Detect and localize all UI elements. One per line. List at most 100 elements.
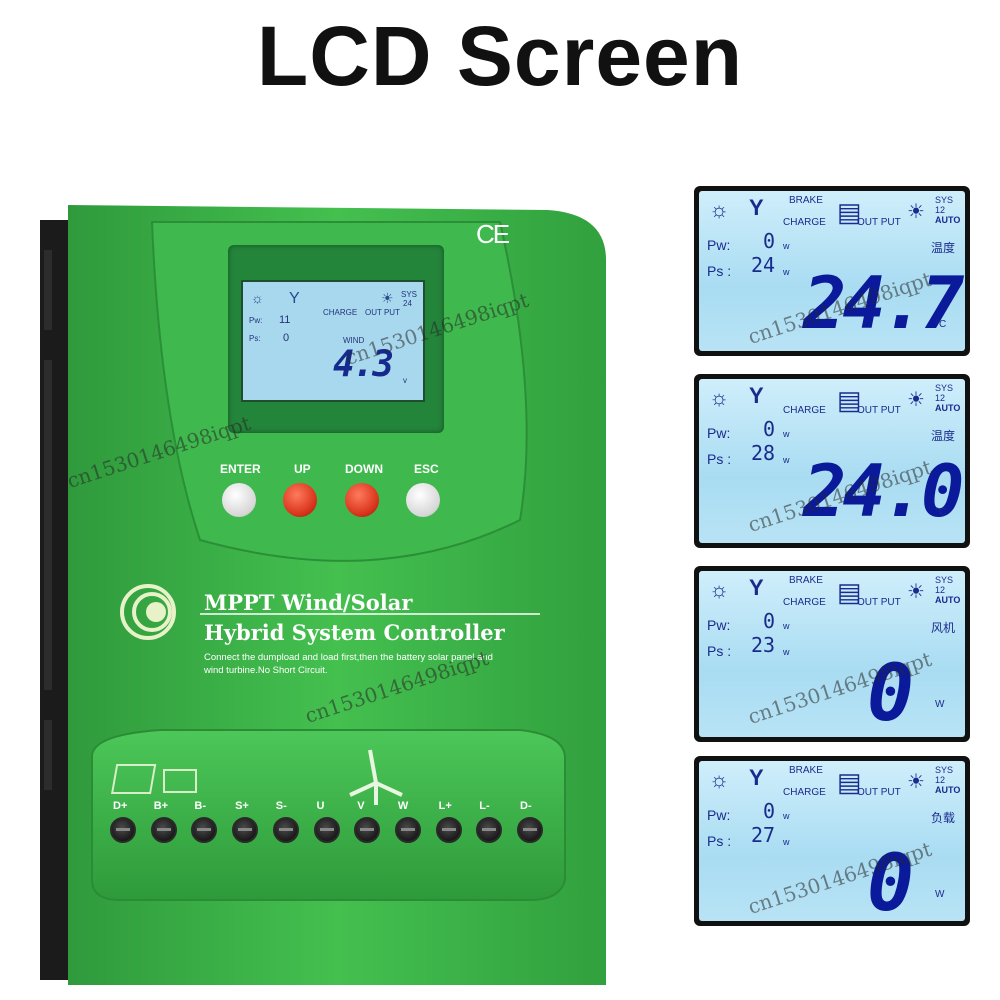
sys-label: SYS [935,195,954,205]
sys-label: SYS [935,383,954,393]
terminal-screw [435,817,462,843]
sys-label: SYS [935,765,954,775]
pw-unit: w [783,621,790,631]
esc-button[interactable] [406,483,440,517]
pw-label: Pw: [707,237,731,253]
auto-label: AUTO [935,595,961,605]
charge-label: CHARGE [783,787,826,798]
bulb-icon: ☀ [907,389,925,411]
bulb-icon: ☀ [907,771,925,793]
terminal-label: S+ [235,800,249,812]
ps-value: 24 [751,253,776,277]
turbine-icon: Y [749,383,764,408]
ps-unit: w [783,837,790,847]
pw-value: 0 [763,417,776,441]
auto-label: AUTO [935,785,961,795]
output-label: OUT PUT [365,308,400,317]
ps-value: 27 [751,823,776,847]
terminal-screw [313,817,340,843]
ps-label: Ps : [707,833,732,849]
terminal-label: L- [479,800,490,812]
bulb-icon: ☀ [381,290,394,306]
output-label: OUT PUT [857,597,901,608]
terminal-label: D- [520,800,532,812]
terminal-screw [232,817,259,843]
big-unit: °C [935,507,947,518]
up-button[interactable] [283,483,317,517]
ps-label: Ps : [707,451,732,467]
ps-unit: w [783,455,790,465]
sys-label: SYS [935,575,954,585]
output-label: OUT PUT [857,217,901,228]
pw-label: Pw: [707,807,731,823]
terminal-label: B+ [153,800,169,812]
enter-button[interactable] [222,483,256,517]
battery-icon: ▤ [837,767,862,797]
sun-icon: ☼ [709,197,730,222]
down-label: DOWN [345,462,383,476]
bulb-icon: ☀ [907,201,925,223]
battery-icon: ▤ [837,197,862,227]
auto-label: AUTO [935,403,961,413]
terminal-screw [517,817,543,843]
sun-icon: ☼ [709,577,730,602]
terminal-screw [272,817,299,843]
battery-icon: ▤ [837,577,862,607]
wiring-notice: Connect the dumpload and load first,then… [204,652,493,676]
sys-voltage: 12 [935,205,946,215]
ps-unit: w [783,647,790,657]
big-unit: W [935,699,945,710]
ps-value: 28 [751,441,776,465]
output-label: OUT PUT [857,405,901,416]
terminal-label: W [397,800,409,812]
pw-unit: w [783,241,790,251]
brake-label: BRAKE [789,195,823,206]
turbine-icon: Y [289,290,300,307]
page-title: LCD Screen [256,9,744,103]
brand-line-2: Hybrid System Controller [204,620,505,645]
sun-icon: ☼ [251,290,264,306]
pw-unit: w [783,811,790,821]
pw-label: Pw: [249,316,263,325]
mode-label: WIND [343,336,365,345]
ps-label: Ps: [249,334,261,343]
sys-voltage: 12 [935,393,946,403]
pw-value: 0 [763,799,776,823]
bulb-icon: ☀ [907,581,925,603]
pw-unit: w [783,429,790,439]
terminal-label: L+ [438,800,452,812]
output-label: OUT PUT [857,787,901,798]
down-button[interactable] [345,483,379,517]
big-readout: 24.7 [803,261,964,345]
brake-label: BRAKE [789,765,823,776]
ps-label: Ps : [707,643,732,659]
big-readout: 0 [867,839,914,929]
up-label: UP [294,462,311,476]
big-unit: °C [935,319,947,330]
pw-label: Pw: [707,617,731,633]
turbine-icon: Y [749,195,764,220]
battery-icon: ▤ [837,385,862,415]
terminal-label: U [316,800,325,812]
pw-value: 0 [763,229,776,253]
ps-label: Ps : [707,263,732,279]
sun-icon: ☼ [709,385,730,410]
charge-label: CHARGE [783,217,826,228]
terminal-label: B- [194,800,206,812]
terminal-screw [191,817,218,843]
big-readout: 24.0 [803,449,964,533]
mode-label: 风机 [931,621,956,635]
turbine-icon: Y [749,575,764,600]
brand-line-1: MPPT Wind/Solar [204,590,413,615]
terminal-screw [110,817,136,843]
device-lcd: Pw: 11 Ps: 0 CHARGE OUT PUT SYS 24 WIND … [241,280,425,402]
ps-value: 23 [751,633,776,657]
sys-voltage: 24 [403,299,412,308]
pw-value: 0 [763,609,776,633]
sys-label: SYS [401,290,418,299]
brake-label: BRAKE [789,575,823,586]
